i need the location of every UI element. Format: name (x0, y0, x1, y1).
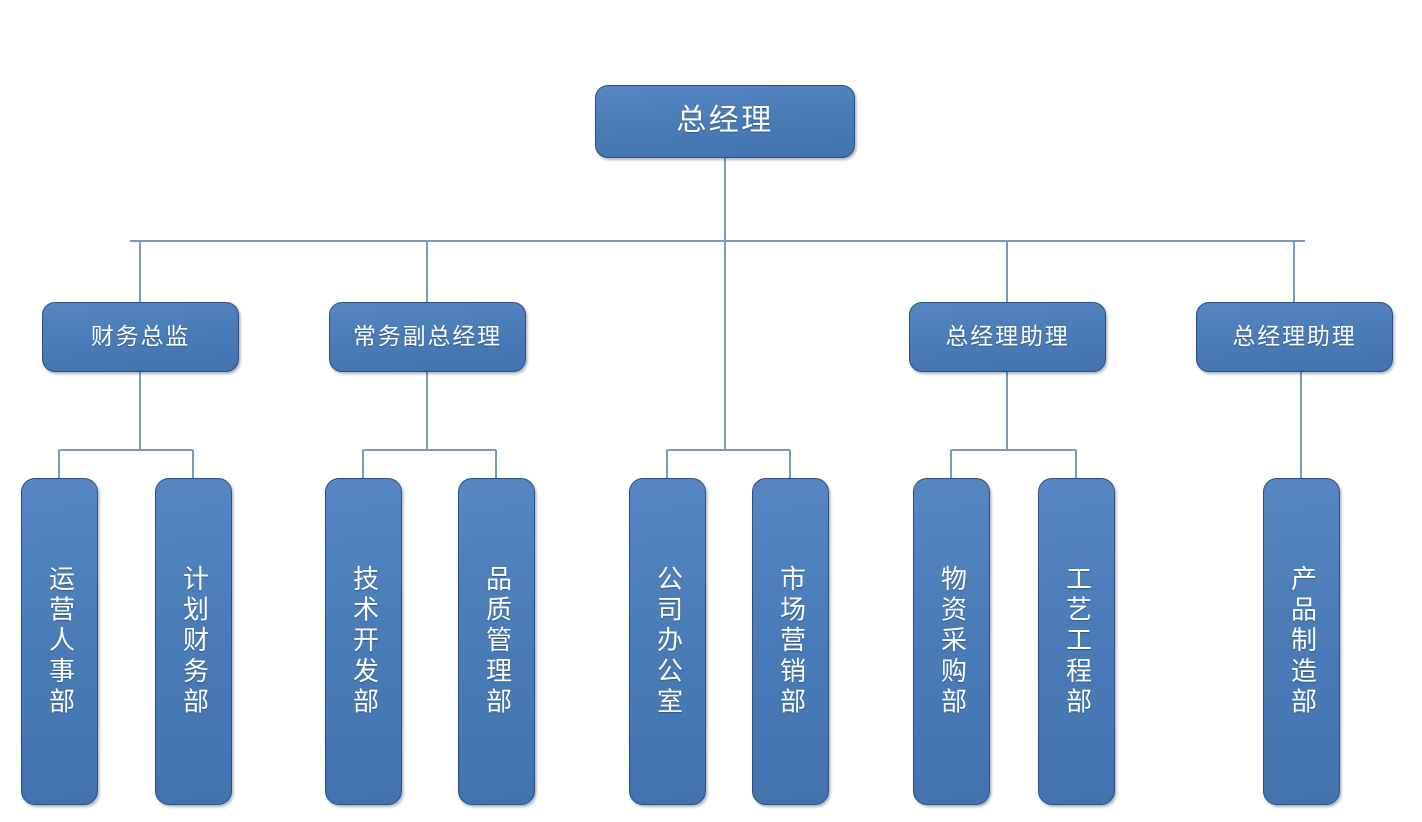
node-gm-assistant-1[interactable]: 总经理助理 (909, 302, 1106, 372)
node-label: 常务副总经理 (352, 324, 503, 350)
node-label: 工艺工程部 (1062, 564, 1092, 719)
node-label: 技术开发部 (349, 564, 379, 719)
node-label: 产品制造部 (1287, 564, 1317, 719)
node-product-manufacturing-dept[interactable]: 产品制造部 (1263, 478, 1340, 805)
node-tech-development-dept[interactable]: 技术开发部 (325, 478, 402, 805)
node-marketing-dept[interactable]: 市场营销部 (752, 478, 829, 805)
node-process-engineering-dept[interactable]: 工艺工程部 (1038, 478, 1115, 805)
node-label: 运营人事部 (45, 564, 75, 719)
node-label: 品质管理部 (482, 564, 512, 719)
node-procurement-dept[interactable]: 物资采购部 (913, 478, 990, 805)
node-label: 公司办公室 (653, 564, 683, 719)
node-executive-deputy-gm[interactable]: 常务副总经理 (329, 302, 526, 372)
node-general-manager[interactable]: 总经理 (595, 85, 855, 158)
node-label: 物资采购部 (937, 564, 967, 719)
node-label: 市场营销部 (776, 564, 806, 719)
node-label: 总经理助理 (1232, 324, 1357, 350)
node-label: 财务总监 (90, 324, 191, 350)
node-cfo[interactable]: 财务总监 (42, 302, 239, 372)
node-quality-management-dept[interactable]: 品质管理部 (458, 478, 535, 805)
node-label: 总经理助理 (945, 324, 1070, 350)
node-company-office[interactable]: 公司办公室 (629, 478, 706, 805)
node-gm-assistant-2[interactable]: 总经理助理 (1196, 302, 1393, 372)
node-label: 计划财务部 (179, 564, 209, 719)
node-planning-finance-dept[interactable]: 计划财务部 (155, 478, 232, 805)
node-label: 总经理 (676, 104, 774, 138)
node-operations-hr-dept[interactable]: 运营人事部 (21, 478, 98, 805)
